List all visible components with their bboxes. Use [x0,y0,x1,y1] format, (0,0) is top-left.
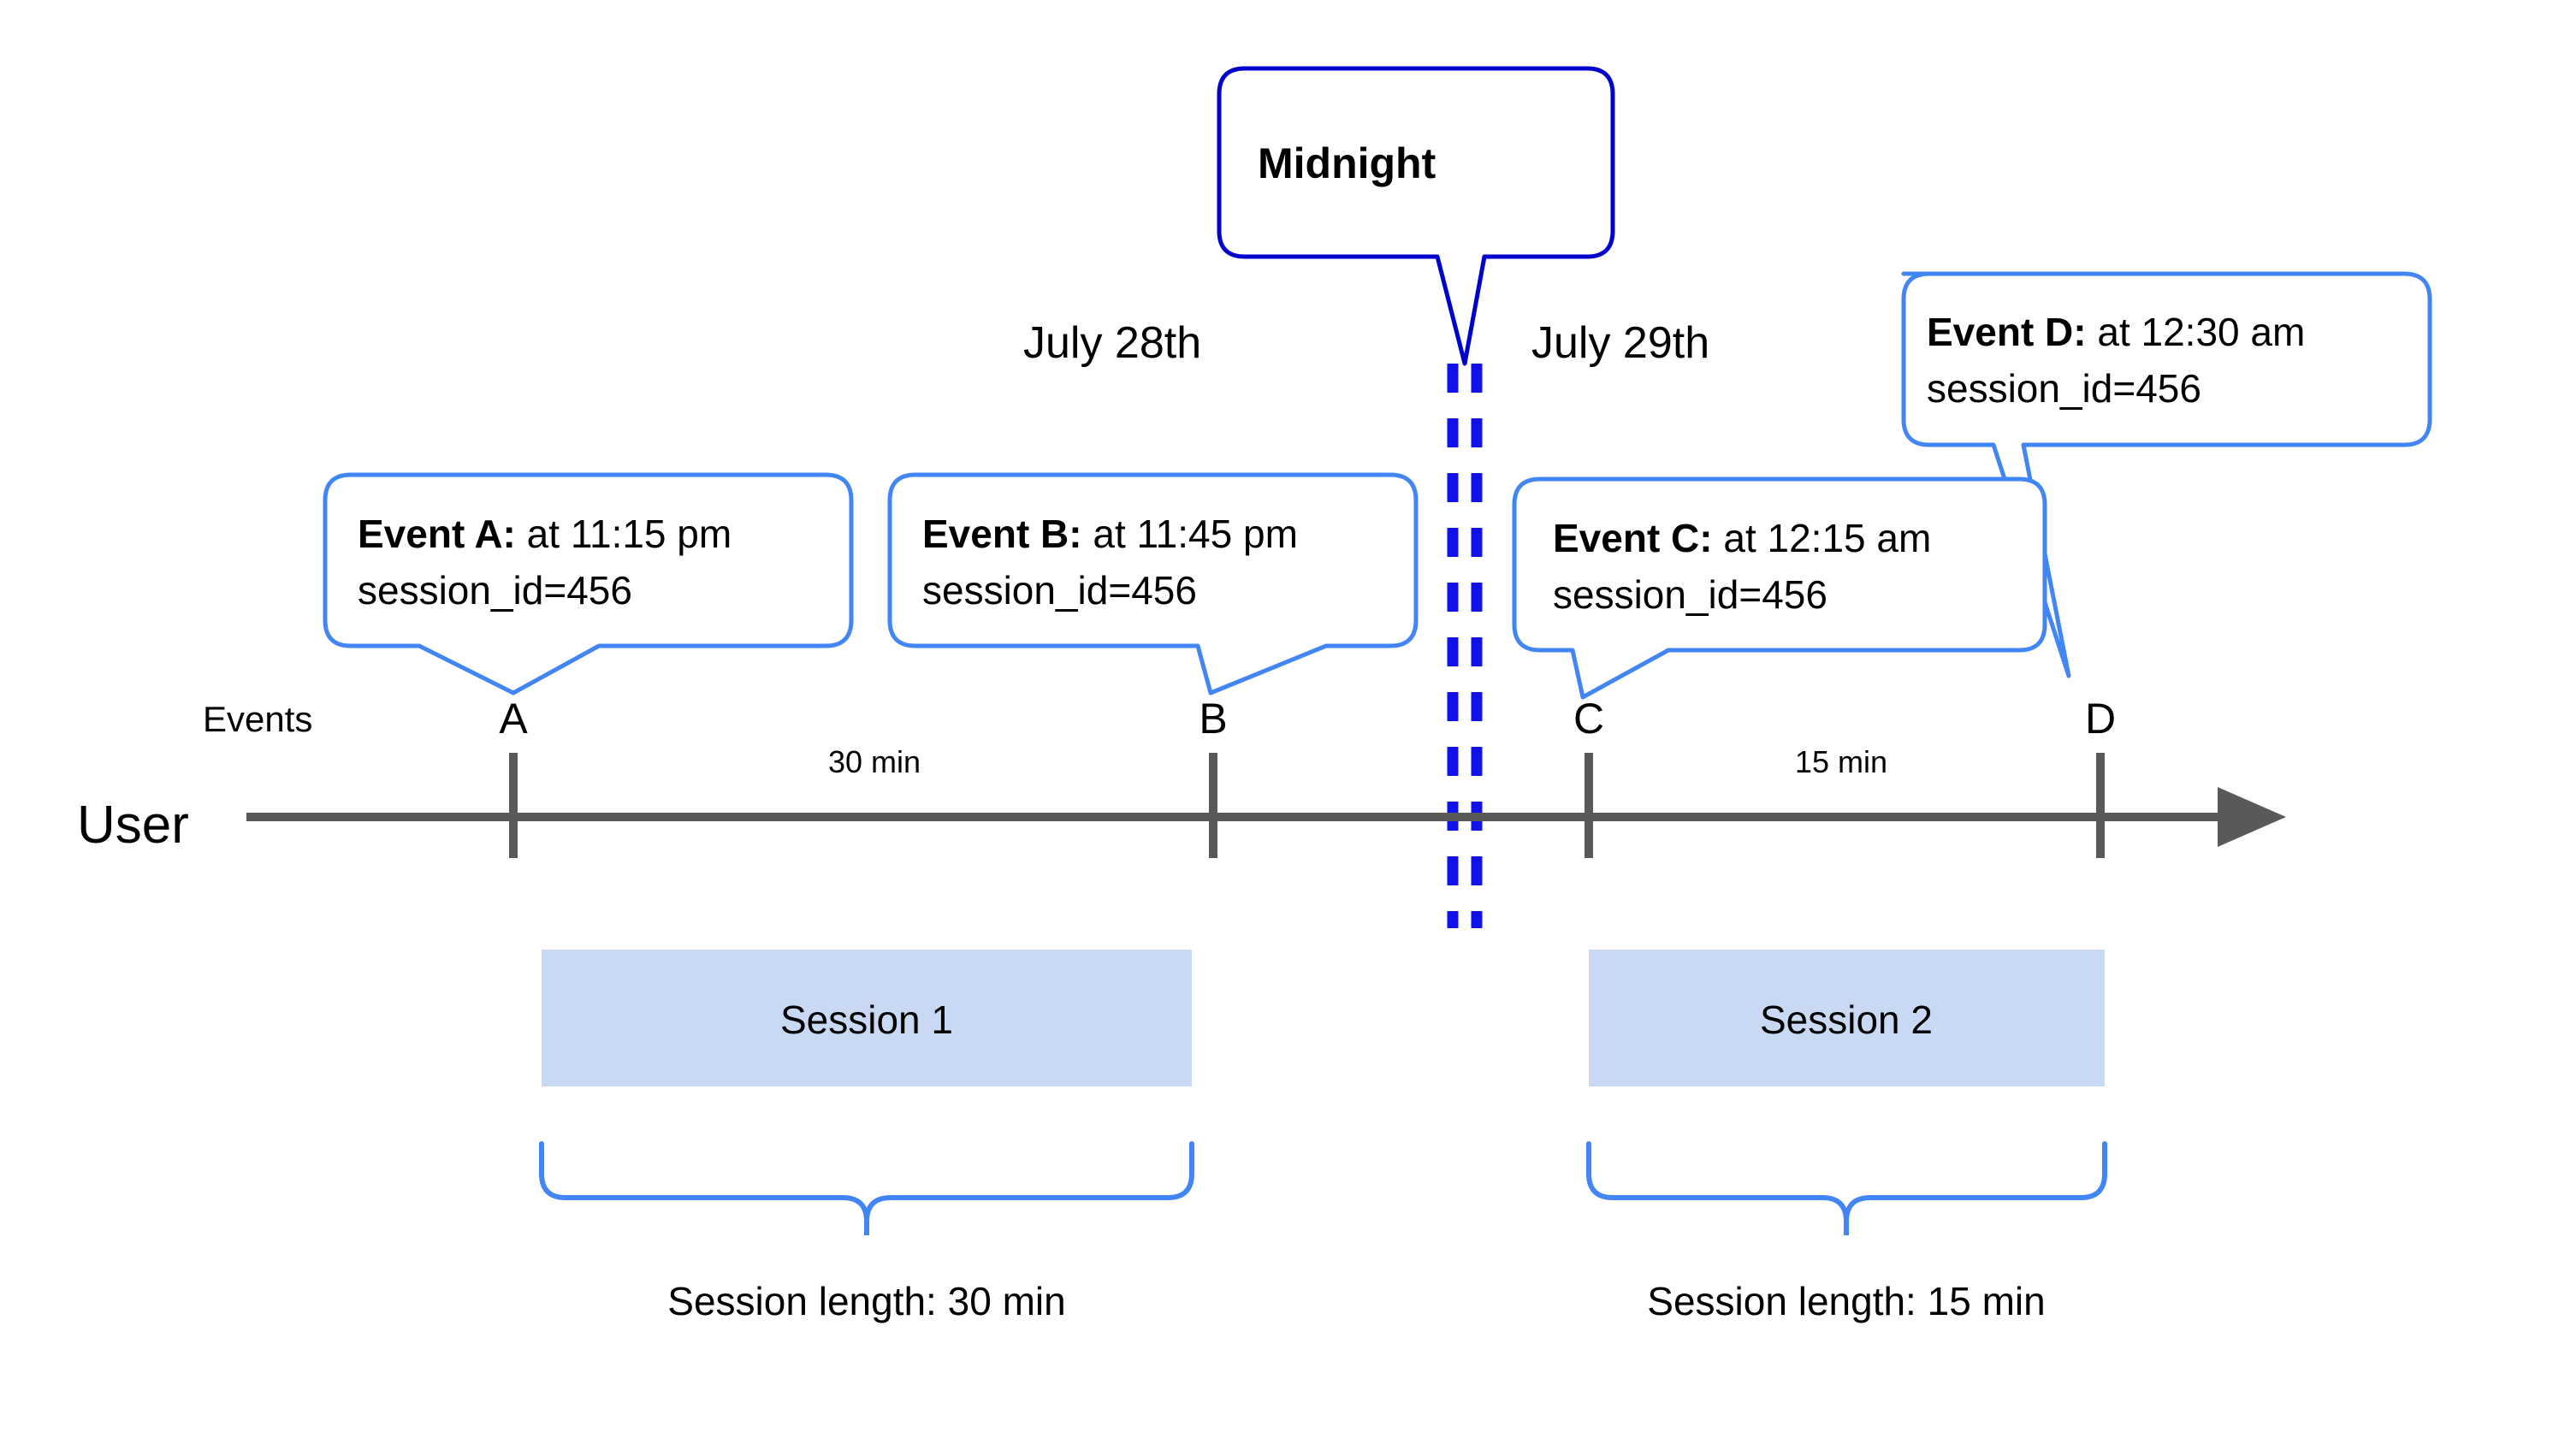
midnight-callout-label: Midnight [1258,139,1436,187]
event-callout-C-line1: Event C: at 12:15 am [1553,516,1931,560]
event-callout-C-bubble [1512,476,2047,700]
date-label-july-28: July 28th [1023,318,1201,368]
timeline-axis [246,787,2286,847]
timeline-ticks [509,753,2105,858]
event-callout-A-bubble [323,472,854,695]
event-callout-A-detail: at 11:15 pm [516,512,732,556]
session-bar-2[interactable]: Session 2 [1589,950,2105,1086]
session-length-label-1: Session length: 30 min [667,1279,1065,1323]
event-callout-A-lead: Event A: [358,512,516,556]
session-bar-1[interactable]: Session 1 [542,950,1192,1086]
session-brace-1-path [539,1141,1194,1235]
event-callout-B-line2: session_id=456 [922,568,1197,613]
event-callout-B-lead: Event B: [922,512,1082,556]
session-bar-1-rect [542,950,1192,1086]
event-callout-D[interactable]: Event D: at 12:30 am session_id=456 [1901,271,2432,678]
event-callout-C-detail: at 12:15 am [1713,516,1932,560]
midnight-divider [1447,364,1483,928]
event-callout-D-lead: Event D: [1927,310,2087,354]
event-callout-B[interactable]: Event B: at 11:45 pm session_id=456 [887,472,1419,695]
event-callout-D-detail: at 12:30 am [2087,310,2306,354]
event-callout-D-line2: session_id=456 [1927,366,2201,411]
event-callout-A[interactable]: Event A: at 11:15 pm session_id=456 [323,472,854,695]
tick-letter-A: A [499,695,528,743]
event-callout-B-line1: Event B: at 11:45 pm [922,512,1298,556]
date-label-july-29: July 29th [1531,318,1709,368]
session-bar-2-rect [1589,950,2105,1086]
midnight-callout-bubble [1217,66,1615,366]
midnight-callout[interactable]: Midnight [1217,66,1615,366]
tick-letter-D: D [2085,695,2116,743]
session-length-label-2: Session length: 15 min [1647,1279,2045,1323]
duration-label-15min: 15 min [1795,744,1887,779]
event-callout-C[interactable]: Event C: at 12:15 am session_id=456 [1512,476,2047,700]
event-callout-C-line2: session_id=456 [1553,572,1827,617]
session-brace-2-path [1586,1141,2107,1235]
event-callout-C-lead: Event C: [1553,516,1713,560]
session-brace-1 [539,1141,1194,1235]
session-brace-2 [1586,1141,2107,1235]
event-callout-A-line2: session_id=456 [358,568,632,613]
tick-letter-B: B [1199,695,1227,743]
events-row-label: Events [203,699,312,739]
event-callout-D-line1: Event D: at 12:30 am [1927,310,2305,354]
event-callout-D-bubble [1901,271,2432,678]
timeline-arrow-icon [2218,787,2286,847]
session-bar-1-label: Session 1 [780,997,953,1042]
event-callout-A-line1: Event A: at 11:15 pm [358,512,732,556]
duration-label-30min: 30 min [828,744,921,779]
user-row-label: User [77,796,189,855]
session-bar-2-label: Session 2 [1760,997,1933,1042]
event-callout-B-detail: at 11:45 pm [1082,512,1298,556]
event-callout-B-bubble [887,472,1419,695]
tick-letter-C: C [1573,695,1604,743]
